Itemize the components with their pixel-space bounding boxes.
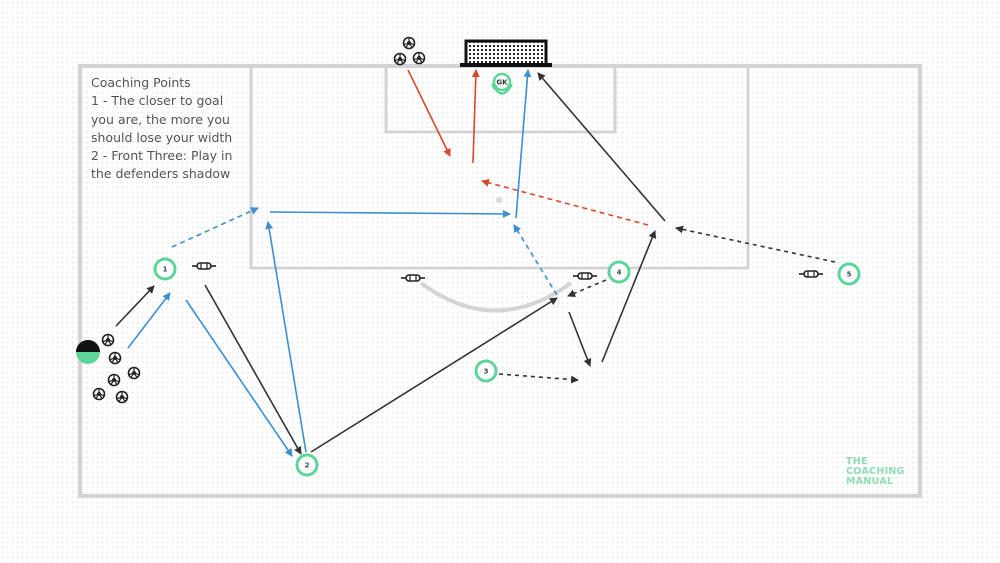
coaching-point-line: you are, the more you [91,111,230,127]
player-label: 2 [305,462,310,470]
mannequin-icon [572,272,598,280]
coaching-points: Coaching Points 1 - The closer to goal y… [91,74,251,184]
penalty-arc [419,281,573,313]
player-3: 3 [474,359,498,383]
penalty-box [249,64,750,270]
passes-blue [127,69,532,457]
coaching-point-line: 1 - The closer to goal [91,93,224,109]
player-4: 4 [607,260,631,284]
mannequin-icon [798,270,824,278]
goalkeeper: GK [491,72,513,95]
goalkeeper-label: GK [496,79,508,87]
ball-icon [92,387,106,401]
runs-blue-dashed [171,207,558,296]
player-label: 4 [617,269,622,277]
ball-icon [107,373,121,387]
ball-icon [127,366,141,380]
runs-red [407,69,649,226]
player-label: 3 [484,368,489,376]
player-2: 2 [295,453,319,477]
goal-net-icon [460,39,552,67]
runs-black-dashed [498,225,836,384]
mannequin-icon [400,274,426,282]
coaching-manual-logo: THE COACHING MANUAL [846,457,905,487]
coaching-points-title: Coaching Points [91,75,191,90]
coaching-point-line: 2 - Front Three: Play in [91,148,233,164]
ball-pile-top [393,36,426,66]
ball-icon [402,36,416,50]
ball-icon [101,333,115,347]
player-label: 1 [163,266,168,274]
ball-icon [393,52,407,66]
coaching-point-line: the defenders shadow [91,166,231,182]
ball-icon [412,51,426,65]
logo-line: THE [846,456,868,467]
player-5: 5 [837,262,861,286]
player-label: 5 [847,271,852,279]
coach-icon [76,340,100,364]
logo-line: MANUAL [846,476,894,487]
mannequin-icon [191,262,217,270]
ball-icon [115,390,129,404]
runs-black [115,72,666,455]
player-1: 1 [153,257,177,281]
logo-line: COACHING [846,466,905,477]
ball-icon [108,351,122,365]
ball-pile-left [92,333,141,404]
penalty-spot [496,197,502,203]
coaching-point-line: should lose your width [91,129,233,145]
